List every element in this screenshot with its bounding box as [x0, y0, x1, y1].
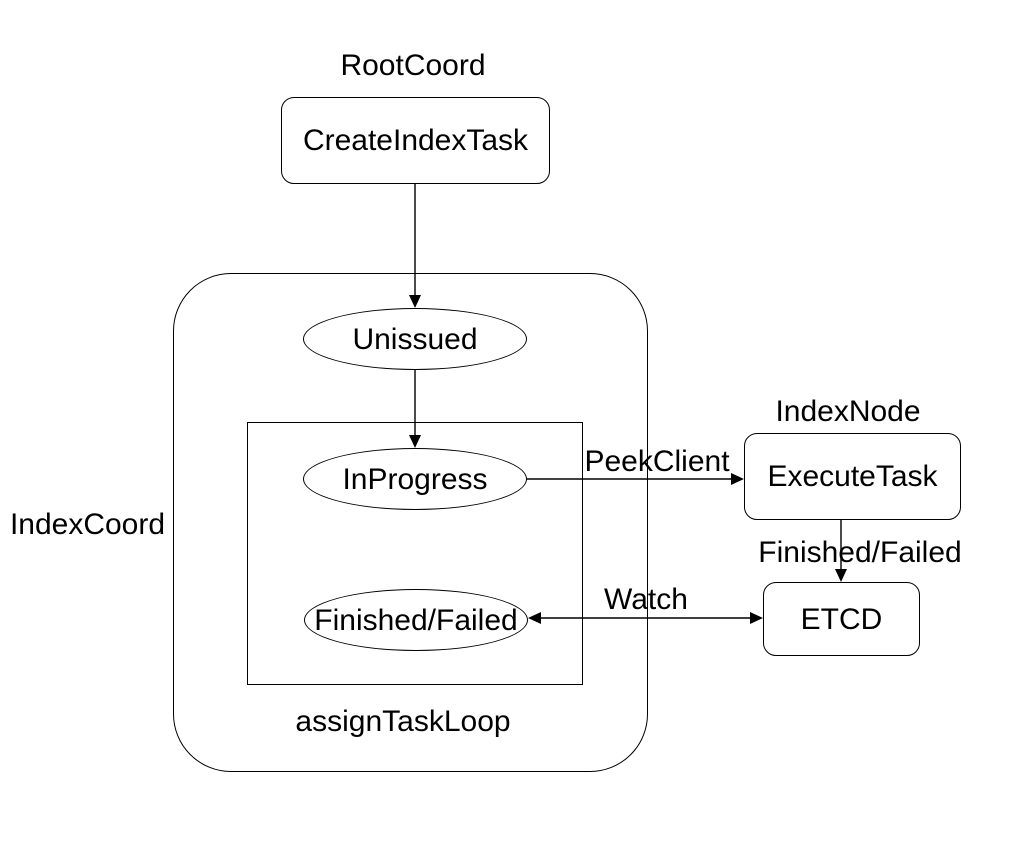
assign-task-loop-label: assignTaskLoop — [295, 705, 511, 738]
unissued-label: Unissued — [352, 322, 478, 356]
in-progress-label: InProgress — [342, 462, 488, 496]
index-coord-label: IndexCoord — [9, 508, 166, 541]
watch-edge-label: Watch — [604, 583, 688, 616]
etcd-label: ETCD — [800, 602, 883, 636]
root-coord-label: RootCoord — [340, 49, 486, 82]
etcd-node: ETCD — [763, 582, 920, 656]
index-node-label: IndexNode — [775, 395, 921, 428]
create-index-task-label: CreateIndexTask — [302, 124, 529, 157]
execute-task-node: ExecuteTask — [744, 433, 961, 520]
in-progress-node: InProgress — [303, 448, 527, 510]
finished-failed-edge-label: Finished/Failed — [758, 536, 962, 569]
finished-failed-label: Finished/Failed — [314, 603, 518, 637]
execute-task-label: ExecuteTask — [767, 460, 938, 493]
finished-failed-node: Finished/Failed — [304, 589, 528, 651]
unissued-node: Unissued — [303, 308, 527, 370]
peek-client-edge-label: PeekClient — [584, 445, 730, 478]
create-index-task-node: CreateIndexTask — [281, 97, 550, 184]
